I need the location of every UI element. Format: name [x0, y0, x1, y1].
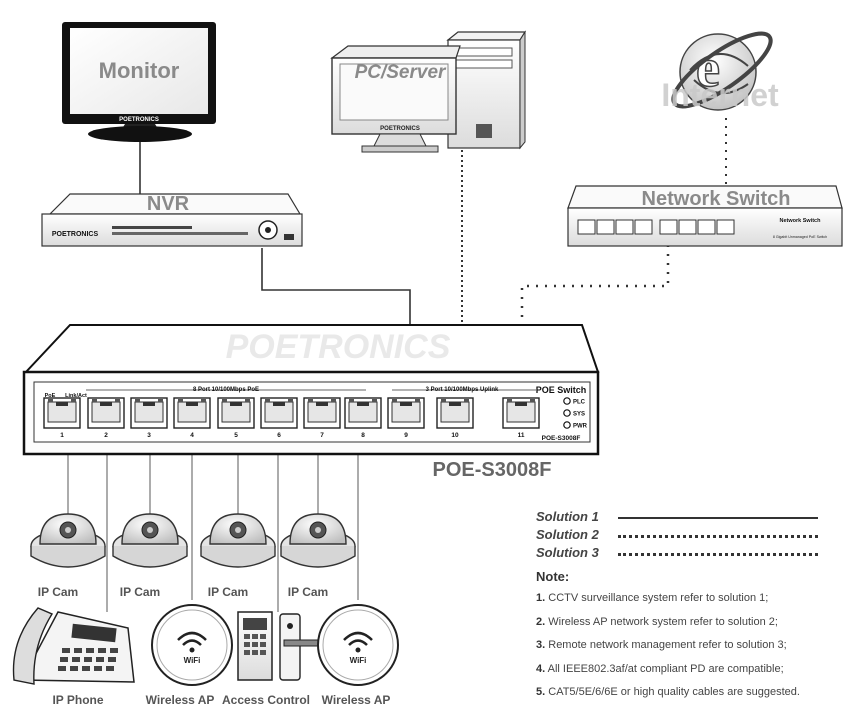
nvr-brand: POETRONICS — [52, 231, 99, 238]
ip-cam-1: IP Cam — [30, 513, 106, 599]
port-number-label: 1 — [60, 432, 64, 439]
rj45-port-11: 11 — [502, 397, 540, 439]
internet-icon: e Internet — [661, 31, 779, 113]
status-led-sys: SYS — [563, 409, 585, 418]
ip-cam-4: IP Cam — [280, 513, 356, 599]
monitor-brand: POETRONICS — [119, 117, 159, 123]
rj45-port-4: 4 — [173, 397, 211, 439]
ip-cam-label: IP Cam — [38, 585, 78, 599]
rj45-port-2: 2 — [87, 397, 125, 439]
pc-server-device: PC/Server POETRONICS — [330, 30, 527, 153]
poe-group-label: 8 Port 10/100Mbps PoE — [193, 387, 259, 393]
port-number-label: 3 — [147, 432, 151, 439]
nvr-device: NVR POETRONICS — [41, 193, 303, 247]
legend-solution2: Solution 2 — [536, 527, 836, 545]
port-number-label: 11 — [518, 432, 525, 439]
status-led-pwr: PWR — [563, 421, 588, 430]
legend-sparse-dotted-line — [618, 553, 818, 556]
ip-phone-device: IP Phone — [12, 607, 135, 707]
port-number-label: 4 — [190, 432, 194, 439]
rj45-port-9: 9 — [387, 397, 425, 439]
note-item: 4. All IEEE802.3af/at compliant PD are c… — [536, 662, 856, 686]
note-number: 2. — [536, 615, 546, 628]
network-switch-panel-title: Network Switch — [780, 218, 822, 224]
port-number-label: 2 — [104, 432, 108, 439]
note-item: 3. Remote network management refer to so… — [536, 638, 856, 662]
note-number: 4. — [536, 662, 546, 675]
rj45-port-3: 3 — [130, 397, 168, 439]
solution-legend: Solution 1 Solution 2 Solution 3 — [536, 509, 836, 563]
note-text: Remote network management refer to solut… — [548, 639, 787, 651]
pc-server-brand: POETRONICS — [380, 126, 420, 132]
notes-title: Note: — [536, 569, 570, 584]
pc-server-label: PC/Server — [355, 62, 447, 83]
wireless-ap-2-wifi-text: WiFi — [350, 656, 367, 665]
note-item: 1. CCTV surveillance system refer to sol… — [536, 591, 856, 615]
nvr-label: NVR — [147, 193, 190, 215]
port-number-label: 9 — [404, 432, 408, 439]
note-number: 1. — [536, 592, 546, 604]
note-text: Wireless AP network system refer to solu… — [548, 615, 778, 628]
port-number-label: 5 — [234, 432, 238, 439]
monitor-label: Monitor — [99, 58, 180, 83]
legend-solution1-label: Solution 1 — [536, 509, 599, 524]
notes-section: Note: 1. CCTV surveillance system refer … — [536, 569, 856, 709]
wireless-ap-1-device: WiFi Wireless AP — [146, 604, 233, 707]
network-switch-device: Network Switch Network Switch 8 Gigabit … — [567, 185, 843, 247]
ip-cam-label: IP Cam — [120, 585, 160, 599]
rj45-port-5: 5 — [217, 397, 255, 439]
status-led-label: PWR — [573, 424, 588, 430]
poe-switch-device: POETRONICS 8 Port 10/100Mbps PoE 3 Port … — [22, 324, 600, 481]
note-item: 5. CAT5/5E/6/6E or high quality cables a… — [536, 685, 856, 709]
ip-cameras: IP Cam IP Cam IP Cam IP Cam — [30, 513, 356, 599]
ip-cam-label: IP Cam — [288, 585, 328, 599]
ip-cam-2: IP Cam — [112, 513, 188, 599]
port-number-label: 6 — [277, 432, 281, 439]
ip-cam-3: IP Cam — [200, 513, 276, 599]
legend-solution3: Solution 3 — [536, 545, 836, 563]
access-control-device: Access Control — [222, 611, 321, 707]
note-text: CAT5/5E/6/6E or high quality cables are … — [548, 686, 800, 698]
rj45-port-7: 7 — [303, 397, 341, 439]
note-number: 3. — [536, 639, 546, 651]
port-number-label: 7 — [320, 432, 324, 439]
monitor-device: Monitor POETRONICS — [62, 22, 216, 142]
legend-solid-line — [618, 517, 818, 519]
rj45-port-6: 6 — [260, 397, 298, 439]
legend-solution2-label: Solution 2 — [536, 527, 599, 542]
rj45-port-1: 1 — [43, 397, 81, 439]
poe-switch-panel-title: POE Switch — [536, 385, 587, 395]
note-text: All IEEE802.3af/at compliant PD are comp… — [547, 662, 784, 675]
network-switch-panel-sub: 8 Gigabit Unmanaged PoE Switch — [773, 235, 827, 239]
ip-phone-label: IP Phone — [52, 693, 103, 707]
note-number: 5. — [536, 686, 546, 698]
access-control-label: Access Control — [222, 693, 310, 707]
poe-switch-panel-model: POE-S3008F — [542, 435, 581, 442]
poe-switch-watermark: POETRONICS — [226, 328, 451, 366]
rj45-port-10: 10 — [436, 397, 474, 439]
ip-cam-label: IP Cam — [208, 585, 248, 599]
note-text: CCTV surveillance system refer to soluti… — [548, 592, 769, 604]
status-led-label: SYS — [573, 412, 585, 418]
legend-dense-dotted-line — [618, 535, 818, 538]
wireless-ap-2-label: Wireless AP — [322, 693, 391, 707]
status-led-label: PLC — [573, 400, 586, 406]
wireless-ap-1-wifi-text: WiFi — [184, 656, 201, 665]
port-number-label: 8 — [361, 432, 365, 439]
port-number-label: 10 — [451, 432, 459, 439]
wireless-ap-1-label: Wireless AP — [146, 693, 215, 707]
internet-label: Internet — [661, 77, 779, 113]
poe-led-label: PoE — [45, 393, 56, 399]
note-item: 2. Wireless AP network system refer to s… — [536, 615, 856, 639]
wireless-ap-2-device: WiFi Wireless AP — [317, 604, 399, 707]
legend-solution3-label: Solution 3 — [536, 545, 599, 560]
poe-switch-model-caption: POE-S3008F — [433, 459, 552, 481]
status-led-plc: PLC — [563, 397, 586, 406]
uplink-group-label: 3 Port 10/100Mbps Uplink — [426, 387, 499, 393]
legend-solution1: Solution 1 — [536, 509, 836, 527]
link-led-label: Link/Act — [65, 393, 87, 399]
network-switch-label: Network Switch — [642, 188, 791, 210]
rj45-port-8: 8 — [344, 397, 382, 439]
